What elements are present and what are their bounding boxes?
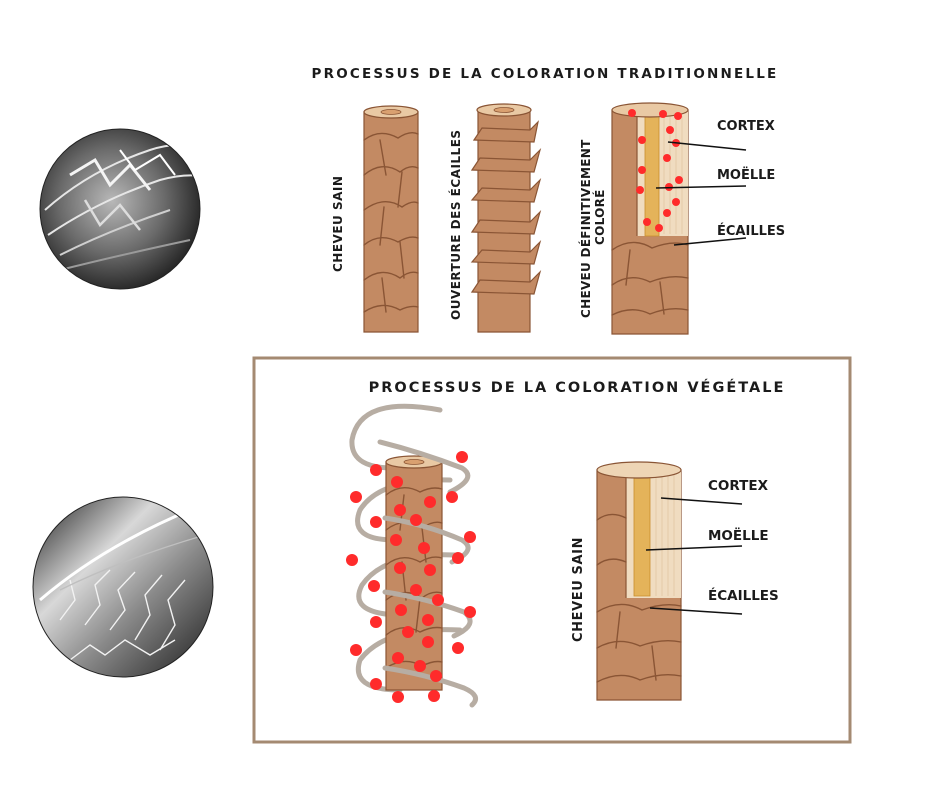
label-ecailles-1: ÉCAILLES bbox=[717, 223, 785, 239]
label-cheveu-sain-1: CHEVEU SAIN bbox=[331, 176, 345, 272]
vegetal-pigments bbox=[346, 451, 476, 703]
pointer-moelle-1 bbox=[655, 185, 747, 189]
label-moelle-1: MOËLLE bbox=[717, 167, 775, 183]
pointer-cortex-1 bbox=[667, 141, 747, 151]
label-cortex-2: CORTEX bbox=[708, 478, 769, 494]
label-cortex-1: CORTEX bbox=[717, 119, 775, 134]
hair-opening-scales bbox=[470, 103, 542, 333]
pointer-ecailles-2 bbox=[649, 607, 743, 615]
label-colore: COLORÉ bbox=[592, 189, 607, 245]
label-cheveu-definitivement: CHEVEU DÉFINITIVEMENT bbox=[578, 139, 593, 318]
label-moelle-2: MOËLLE bbox=[708, 527, 769, 544]
microscope-damaged-hair-image bbox=[39, 128, 201, 290]
label-cheveu-sain-2: CHEVEU SAIN bbox=[571, 537, 586, 642]
pointer-moelle-2 bbox=[645, 545, 743, 551]
microscope-healthy-hair-image bbox=[32, 496, 214, 678]
vegetal-frame bbox=[252, 356, 852, 744]
hair-healthy bbox=[363, 105, 419, 333]
pointer-cortex-2 bbox=[660, 497, 743, 505]
label-ouverture-ecailles: OUVERTURE DES ÉCAILLES bbox=[448, 129, 463, 320]
hair-healthy-cutaway bbox=[596, 461, 682, 701]
vegetal-title: PROCESSUS DE LA COLORATION VÉGÉTALE bbox=[369, 379, 786, 396]
label-ecailles-2: ÉCAILLES bbox=[708, 587, 779, 604]
pointer-ecailles-1 bbox=[673, 237, 747, 246]
vegetal-strand-front bbox=[377, 439, 479, 708]
traditional-title: PROCESSUS DE LA COLORATION TRADITIONNELL… bbox=[312, 66, 779, 82]
hair-colored bbox=[611, 102, 689, 335]
